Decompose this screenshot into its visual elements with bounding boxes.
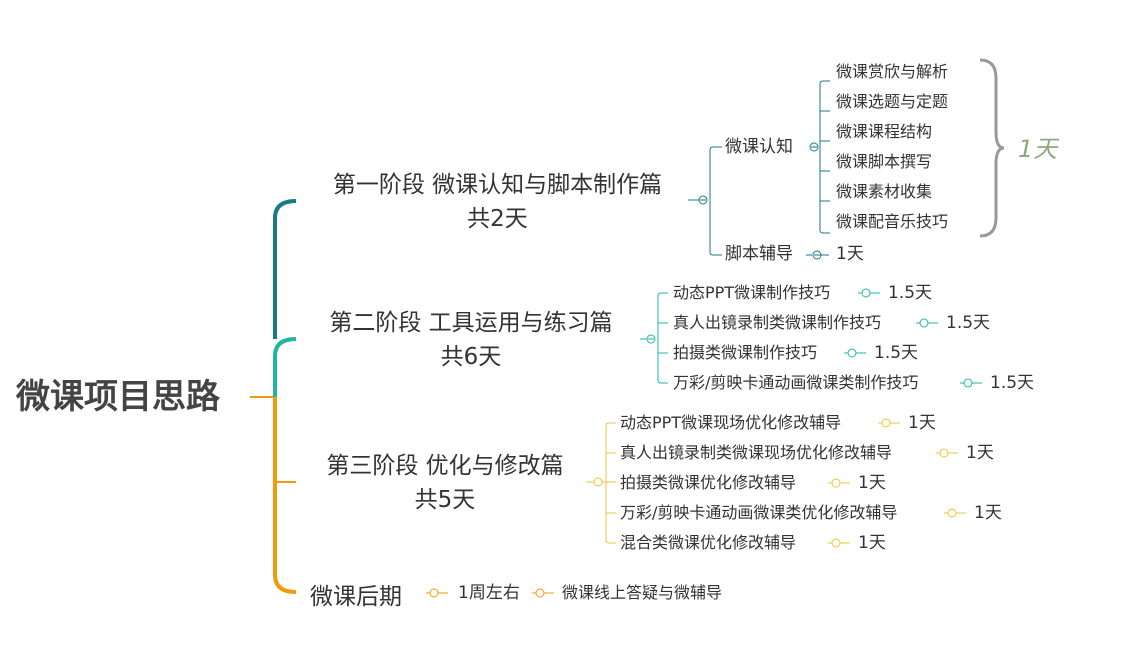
cognition-item: 微课赏欣与解析: [836, 62, 949, 81]
cognition-summary: 1天: [1018, 135, 1058, 163]
stage3-item: 动态PPT微课现场优化修改辅导: [620, 413, 842, 432]
stage1-duration: 共2天: [467, 206, 528, 232]
stage3-duration-value: 1天: [858, 533, 886, 553]
stage2-duration-value: 1.5天: [874, 343, 919, 363]
summary-brace: [979, 58, 1005, 238]
cognition-item: 微课选题与定题: [836, 92, 949, 111]
post-stage-topic: 微课后期: [310, 584, 402, 610]
stage3-duration-value: 1天: [966, 443, 994, 463]
stage1-title: 第一阶段 微课认知与脚本制作篇: [332, 172, 663, 198]
stage2-item: 动态PPT微课制作技巧: [673, 283, 831, 302]
root-topic: 微课项目思路: [16, 377, 220, 417]
cognition-item: 微课课程结构: [836, 122, 933, 141]
post-stage-item: 微课线上答疑与微辅导: [562, 583, 723, 602]
cognition-item: 微课素材收集: [836, 182, 933, 201]
stage3-item: 万彩/剪映卡通动画微课类优化修改辅导: [620, 503, 898, 522]
stage2-item: 真人出镜录制类微课制作技巧: [673, 313, 882, 332]
stage2-title: 第二阶段 工具运用与练习篇: [329, 310, 613, 336]
stage2-topic: 第二阶段 工具运用与练习篇 共6天: [310, 306, 632, 374]
stage3-title: 第三阶段 优化与修改篇: [326, 453, 564, 479]
stage3-item: 混合类微课优化修改辅导: [620, 533, 797, 552]
cognition-item: 微课配音乐技巧: [836, 212, 949, 231]
stage3-item: 真人出镜录制类微课现场优化修改辅导: [620, 443, 893, 462]
script-duration: 1天: [836, 244, 864, 264]
cognition-item: 微课脚本撰写: [836, 152, 933, 171]
stage2-item: 拍摄类微课制作技巧: [673, 343, 818, 362]
stage2-duration-value: 1.5天: [990, 373, 1035, 393]
stage3-duration-value: 1天: [908, 413, 936, 433]
branch-cognition: 微课认知: [725, 137, 793, 157]
stage3-topic: 第三阶段 优化与修改篇 共5天: [310, 449, 580, 517]
stage2-item: 万彩/剪映卡通动画微课类制作技巧: [673, 373, 919, 392]
stage2-duration-value: 1.5天: [946, 313, 991, 333]
stage3-item: 拍摄类微课优化修改辅导: [620, 473, 797, 492]
stage3-duration-value: 1天: [858, 473, 886, 493]
post-stage-duration: 1周左右: [458, 583, 520, 603]
branch-script: 脚本辅导: [725, 244, 793, 264]
stage3-duration-value: 1天: [974, 503, 1002, 523]
stage2-duration: 共6天: [440, 344, 502, 370]
node-stage3: [593, 477, 603, 487]
trunk-stage3: [273, 397, 297, 594]
trunk-stage2: [273, 337, 297, 397]
stage3-duration: 共5天: [414, 487, 476, 513]
trunk-stage1: [273, 199, 297, 339]
stage1-topic: 第一阶段 微课认知与脚本制作篇 共2天: [310, 168, 685, 236]
stage2-duration-value: 1.5天: [888, 283, 933, 303]
